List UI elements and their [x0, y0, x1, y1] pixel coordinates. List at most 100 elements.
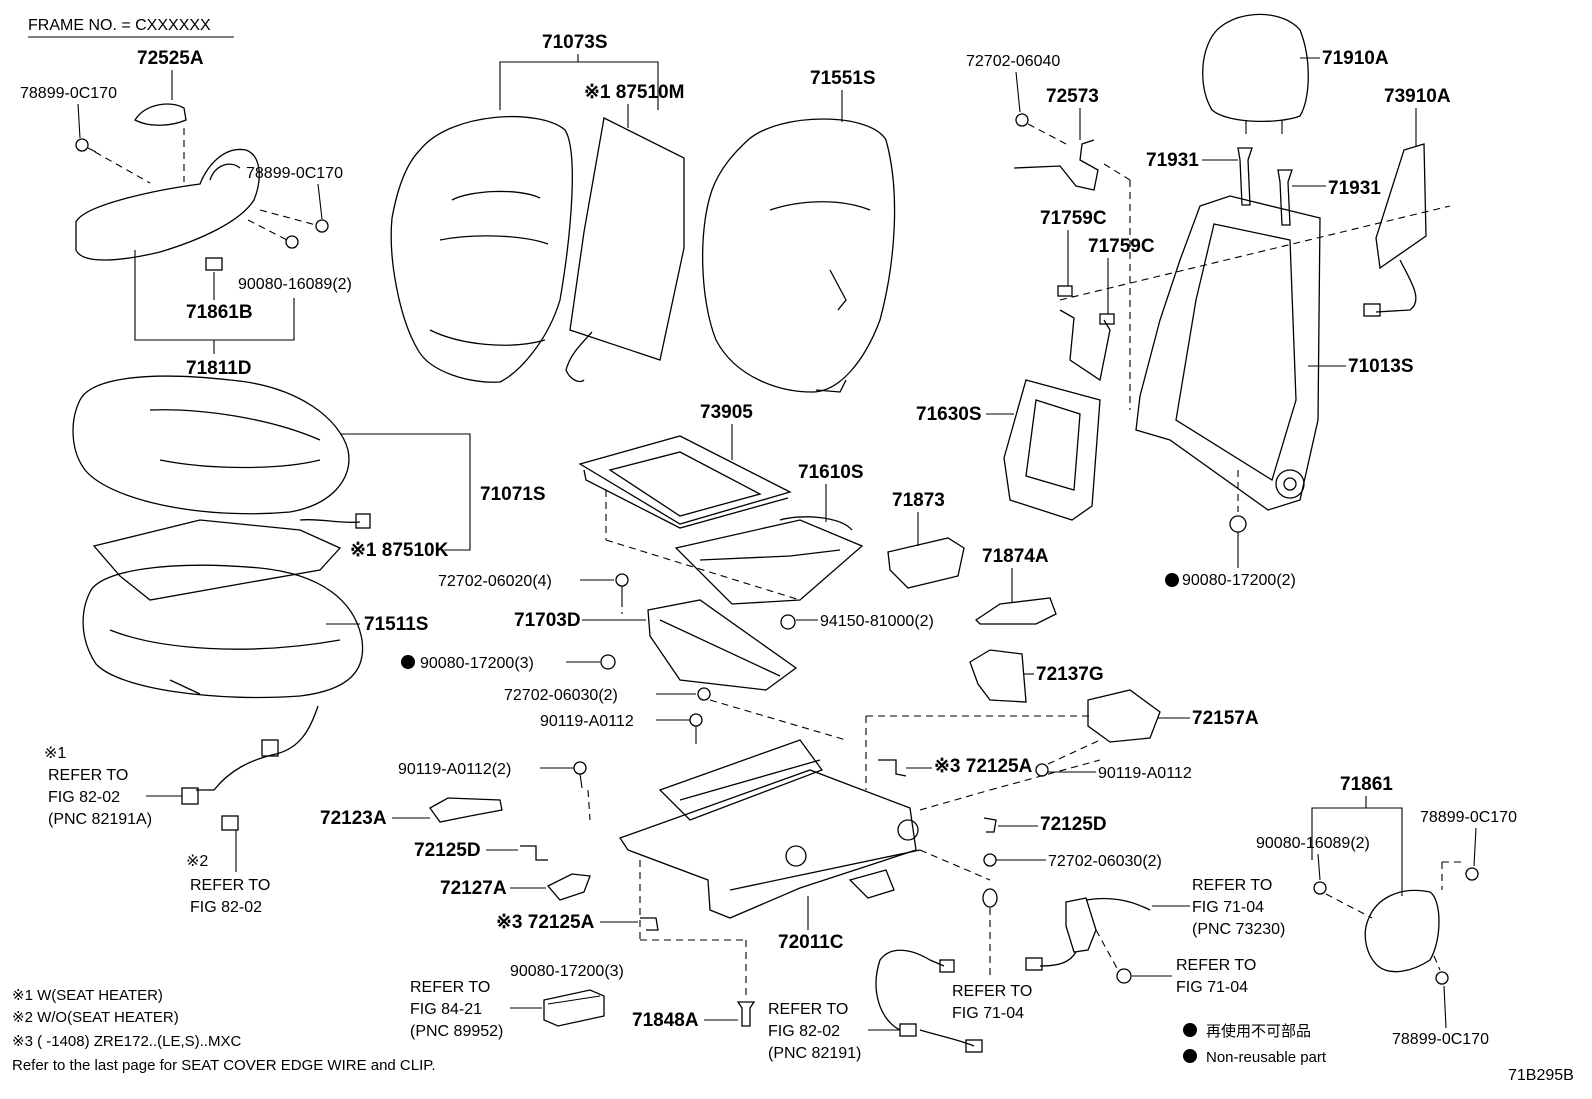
part-71931-a: 71931 [1146, 150, 1199, 171]
part-71703D: 71703D [514, 610, 581, 631]
part-87510K: ※1 87510K [350, 540, 449, 561]
part-72125D-a: 72125D [1040, 814, 1107, 835]
part-78899-0c170-b: 78899-0C170 [246, 165, 343, 182]
ref5-line1: REFER TO [952, 983, 1032, 1000]
part-90119-a0112-a: 90119-A0112 [540, 713, 634, 730]
part-71071S: 71071S [480, 484, 546, 505]
footnote-1: ※1 W(SEAT HEATER) [12, 987, 163, 1004]
part-72157A: 72157A [1192, 708, 1259, 729]
part-72011C: 72011C [778, 932, 844, 953]
ref5-line2: FIG 71-04 [952, 1005, 1024, 1022]
seatback-pad [701, 118, 896, 393]
part-90080-16089-2-b: 90080-16089(2) [1256, 835, 1370, 852]
part-71811D: 71811D [186, 358, 252, 379]
part-72123A: 72123A [320, 808, 387, 829]
cushion-board [578, 435, 792, 529]
part-72702-06030-2-a: 72702-06030(2) [504, 687, 618, 704]
legend-dot-icon [1183, 1023, 1197, 1037]
cover-72123A [429, 797, 503, 823]
part-71861: 71861 [1340, 774, 1393, 795]
part-71013S: 71013S [1348, 356, 1414, 377]
ref3-line3: (PNC 89952) [410, 1023, 503, 1040]
part-71630S: 71630S [916, 404, 982, 425]
seatback-cover [390, 116, 573, 383]
seatback-heater [565, 117, 685, 383]
part-94150-81000-2: 94150-81000(2) [820, 613, 934, 630]
frame-number: FRAME NO. = CXXXXXX [28, 17, 211, 34]
ref4-line3: (PNC 82191) [768, 1045, 861, 1062]
cushion-pad [82, 564, 364, 699]
part-90080-16089-2-a: 90080-16089(2) [238, 276, 352, 293]
lumbar-support [1003, 285, 1115, 521]
cushion-heater [92, 513, 371, 601]
part-71873: 71873 [892, 490, 945, 511]
footnote-2: ※2 W/O(SEAT HEATER) [12, 1009, 179, 1026]
cover-72137G [969, 649, 1027, 703]
ref1-line3: FIG 82-02 [48, 789, 120, 806]
ref6-line2: FIG 71-04 [1192, 899, 1264, 916]
part-72125A-b: ※3 72125A [496, 912, 595, 933]
part-78899-0c170-a: 78899-0C170 [20, 85, 117, 102]
ref7-line1: REFER TO [1176, 957, 1256, 974]
legend-jp: 再使用不可部品 [1206, 1023, 1311, 1040]
part-72125D-b: 72125D [414, 840, 481, 861]
part-71861B: 71861B [186, 302, 253, 323]
cushion-harness [181, 705, 319, 831]
ref2-line3: FIG 82-02 [190, 899, 262, 916]
connector-89952 [543, 989, 605, 1027]
part-71931-b: 71931 [1328, 178, 1381, 199]
non-reusable-marker [401, 655, 415, 669]
part-71910A: 71910A [1322, 48, 1389, 69]
cover-71861 [1313, 861, 1479, 985]
part-78899-0c170-d: 78899-0C170 [1392, 1031, 1489, 1048]
nut-90080-17200-2 [1229, 470, 1247, 533]
part-72525A: 72525A [137, 48, 204, 69]
part-71759C-b: 71759C [1088, 236, 1155, 257]
part-90080-17200-3-b: 90080-17200(3) [510, 963, 624, 980]
side-shield-assembly [75, 103, 329, 271]
ref1-line1: ※1 [44, 745, 66, 762]
headrest-supports [1237, 147, 1293, 226]
ref3-line1: REFER TO [410, 979, 490, 996]
bracket-72573 [1013, 113, 1131, 410]
seat-belt-buckle [982, 888, 1151, 984]
ref7-line2: FIG 71-04 [1176, 979, 1248, 996]
ref1-line2: REFER TO [48, 767, 128, 784]
part-78899-0c170-c: 78899-0C170 [1420, 809, 1517, 826]
cover-71874A [974, 597, 1057, 625]
ref1-line4: (PNC 82191A) [48, 811, 152, 828]
part-90080-17200-3-a: 90080-17200(3) [420, 655, 534, 672]
part-87510M: ※1 87510M [584, 82, 684, 103]
cover-72127A [546, 873, 591, 901]
side-airbag [1363, 143, 1427, 317]
part-72127A: 72127A [440, 878, 507, 899]
part-72573: 72573 [1046, 86, 1099, 107]
part-71551S: 71551S [810, 68, 876, 89]
switch-72157A [1087, 689, 1161, 743]
part-72702-06030-2-b: 72702-06030(2) [1048, 853, 1162, 870]
part-73910A: 73910A [1384, 86, 1451, 107]
part-71073S: 71073S [542, 32, 608, 53]
non-reusable-marker [1165, 573, 1179, 587]
ref4-line1: REFER TO [768, 1001, 848, 1018]
part-71848A: 71848A [632, 1010, 699, 1031]
ref4-line2: FIG 82-02 [768, 1023, 840, 1040]
part-90119-a0112-b: 90119-A0112 [1098, 765, 1192, 782]
legend-en: Non-reusable part [1206, 1049, 1327, 1066]
ref6-line1: REFER TO [1192, 877, 1272, 894]
part-73905: 73905 [700, 402, 753, 423]
shield-71873 [887, 537, 965, 589]
seat-adjuster [587, 715, 1101, 996]
seatback-frame [1059, 195, 1451, 511]
part-71759C-a: 71759C [1040, 208, 1107, 229]
part-71511S: 71511S [364, 614, 428, 635]
part-72702-06020-4: 72702-06020(4) [438, 573, 552, 590]
ref6-line3: (PNC 73230) [1192, 921, 1285, 938]
cushion-frame-pan [674, 516, 864, 605]
footnote-3: ※3 ( -1408) ZRE172..(LE,S)..MXC [12, 1033, 241, 1050]
part-72702-06040: 72702-06040 [966, 53, 1060, 70]
part-90119-a0112-2: 90119-A0112(2) [398, 761, 511, 778]
ref2-line2: REFER TO [190, 877, 270, 894]
ref2-line1: ※2 [186, 853, 208, 870]
